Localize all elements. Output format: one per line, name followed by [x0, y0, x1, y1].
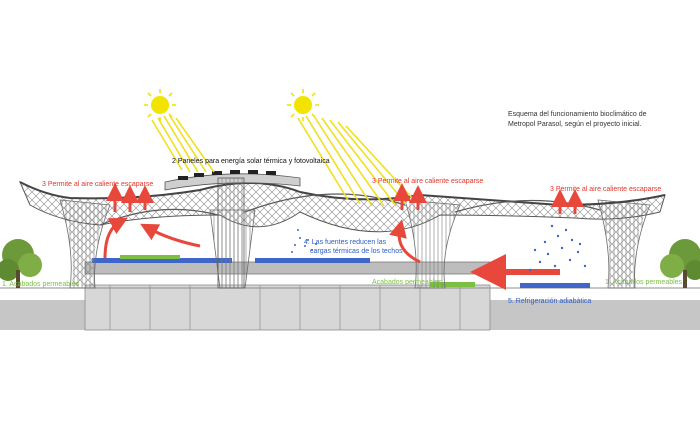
green-strip-left [120, 255, 180, 259]
sun-rays-left [151, 115, 215, 173]
label-permeable-center: Acabados permeables [372, 279, 442, 286]
canopy-arch-center [244, 193, 406, 213]
hot-air-arrows [103, 183, 584, 290]
label-adiabatic: 5. Refrigeración adiabática [508, 298, 591, 305]
label-solar-panels: 2 Paneles para energía solar térmica y f… [172, 158, 330, 165]
caption-line-2: Metropol Parasol, según el proyecto inic… [508, 121, 642, 128]
label-permeable-left: 1. Acabados permeables [2, 281, 80, 288]
caption-line-1: Esquema del funcionamiento bioclimático … [508, 111, 647, 118]
sun-icon [287, 89, 319, 121]
basement-columns [109, 285, 461, 330]
green-strip-right [430, 282, 475, 287]
arrow-icon [140, 223, 201, 248]
sun-icon [144, 89, 176, 121]
fountain-spray [291, 229, 317, 253]
tree-icon [660, 239, 700, 288]
adiabatic-mist [528, 224, 587, 272]
label-permeable-right: 1. Acabados permeables [605, 279, 683, 286]
label-hot-air-left: 3 Permite al aire caliente escaparse [42, 181, 153, 188]
label-fountains-line2: cargas térmicas de los techos [310, 248, 403, 255]
tree-icon [0, 239, 42, 288]
arrow-icon [389, 219, 421, 264]
diagram-caption: Esquema del funcionamiento bioclimático … [508, 110, 688, 130]
arrow-icon [103, 217, 128, 259]
adiabatic-pool [520, 283, 590, 288]
plaza-water-left [92, 258, 232, 263]
column-lattice [63, 205, 647, 286]
solar-panels [178, 170, 276, 180]
plaza-water-center [255, 258, 370, 263]
basement-level [84, 284, 491, 331]
label-fountains-line1: 4. Las fuentes reducen las [304, 239, 387, 246]
label-hot-air-center: 3 Permite al aire caliente escaparse [372, 178, 483, 185]
label-hot-air-right: 3 Permite al aire caliente escaparse [550, 186, 661, 193]
central-core [217, 177, 245, 289]
